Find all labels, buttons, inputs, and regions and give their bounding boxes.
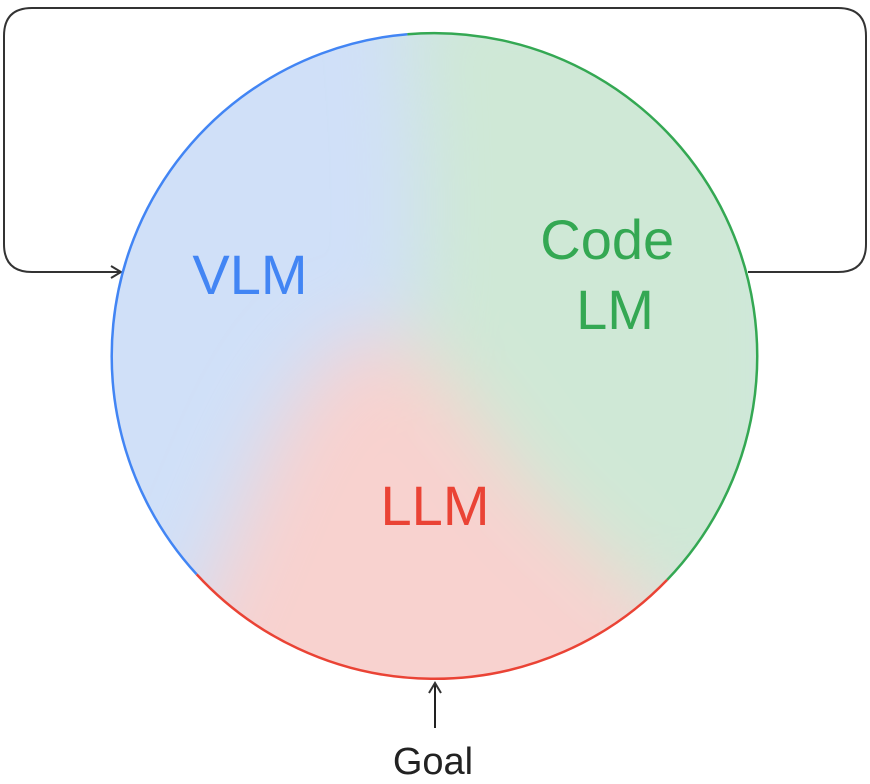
vlm-arc [110,32,408,576]
llm-arc [195,573,668,681]
llm-label: LLM [381,474,490,537]
code-lm-label-line1: Code [540,208,674,271]
model-circle-outline [110,31,759,681]
feedback-loop-arrow [3,7,867,279]
code-lm-label: Code LM [540,208,689,341]
goal-label: Goal [393,741,473,783]
code-lm-label-line2: LM [576,278,654,341]
vlm-label: VLM [192,243,307,306]
code-lm-arc [407,31,759,581]
model-circle-fill [112,33,758,679]
